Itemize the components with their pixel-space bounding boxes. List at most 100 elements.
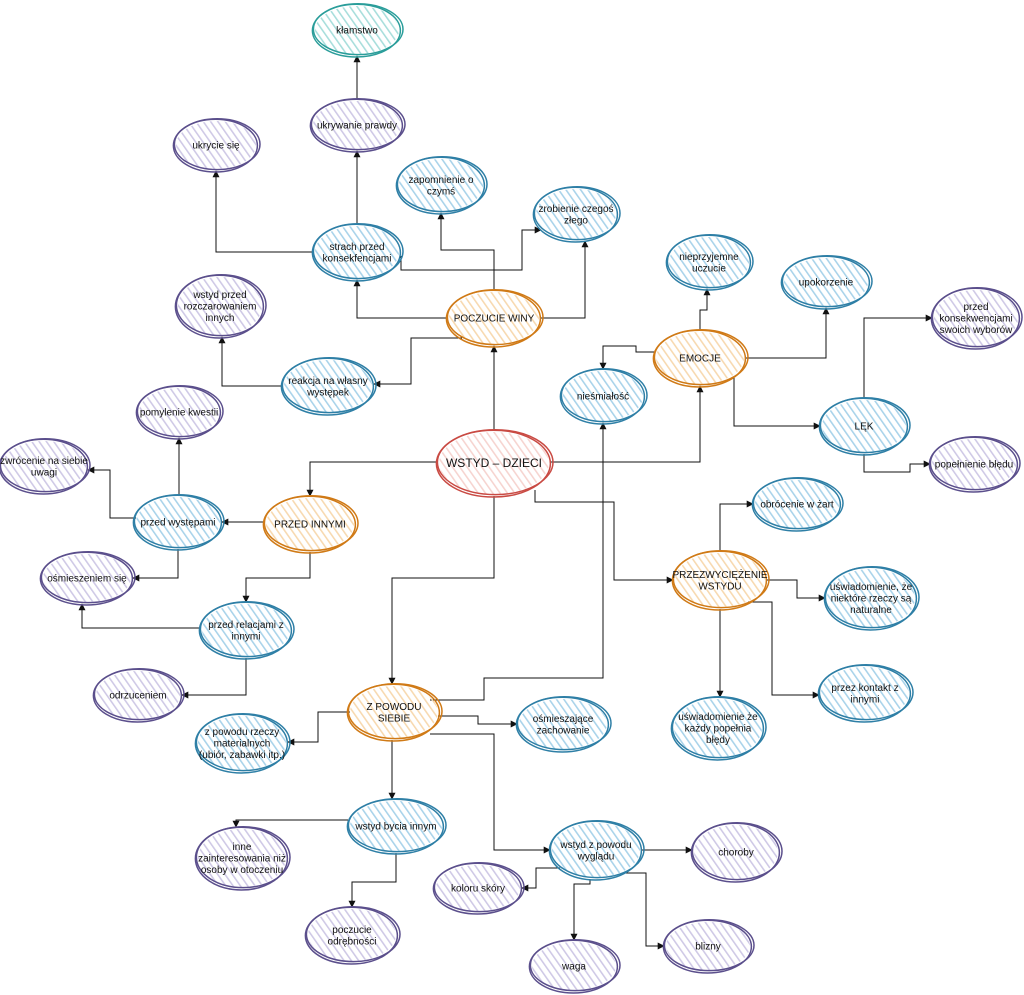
node-outline [195,826,291,889]
connector-emocje-to-niesmialosc [599,345,654,370]
node-choroby[interactable]: choroby [690,822,783,883]
node-fill [43,554,131,602]
node-outline [93,668,185,721]
connector-poczucie_winy-to-strach [353,279,447,319]
connector-poczucie_winy-to-reakcja [373,337,462,388]
connector-z_powodu_siebie-to-wygladu [430,733,551,854]
node-label: ukrycie się [192,141,240,152]
node-fill [449,292,539,344]
node-bycia-innym[interactable]: wstyd bycia innym [346,798,447,855]
connector-wygladu-to-waga [570,879,591,941]
node-outline [818,664,914,721]
node-outline [529,939,621,992]
node-outline [672,550,770,609]
node-klamstwo[interactable]: kłamstwo [311,3,404,58]
node-ukrywanie[interactable]: ukrywanie prawdy [309,98,406,153]
connector-reakcja-to-wstyd_rozczar [218,336,282,387]
node-outline [136,385,224,438]
node-label: EMOCJE [679,354,721,365]
node-fill [656,332,744,384]
node-outline [310,98,406,151]
node-label: upokorzenie [799,278,854,289]
node-emocje[interactable]: EMOCJE [652,329,749,388]
node-fill [536,189,616,239]
node-niesmialosc[interactable]: nieśmiałość [559,368,648,425]
node-label: obrócenie w żart [760,500,834,511]
node-fill [436,865,520,911]
node-przed-innymi[interactable]: PRZED INNYMI [262,495,359,554]
node-root[interactable]: WSTYD – DZIECI [435,429,554,498]
node-fill [178,277,262,335]
connector-przed_relacjami-to-osmieszeniem [78,603,200,629]
node-osmieszeniem[interactable]: ośmieszeniem się [39,551,136,606]
node-outline [533,186,621,241]
node-label: WSTYD – DZIECI [446,456,542,470]
node-upokorzenie[interactable]: upokorzenie [780,255,873,310]
node-fill [350,686,438,738]
node-fill [519,699,607,749]
node-blizny[interactable]: blizny [662,919,755,974]
node-odrzuceniem[interactable]: odrzuceniem [92,668,185,723]
node-pomylenie[interactable]: pomylenie kwestii [135,385,224,440]
node-poczucie-winy[interactable]: POCZUCIE WINY [445,289,544,348]
node-outline [516,696,612,751]
node-label: pomylenie kwestii [140,408,218,419]
node-outline [549,820,645,879]
node-fill [313,101,401,149]
node-outline [819,397,911,454]
node-obrocenie[interactable]: obrócenie w żart [751,477,844,532]
connector-wygladu-to-blizny [626,872,665,950]
node-fill [784,258,868,306]
node-fill [399,159,483,211]
node-koloru[interactable]: koloru skóry [432,862,525,915]
node-outline [199,601,295,658]
node-outline [347,798,447,853]
node-popelnienie[interactable]: popełnienie błędu [928,436,1021,493]
node-fill [821,667,909,719]
connector-przed_wystepami-to-osmieszeniem [132,549,179,582]
node-waga[interactable]: waga [528,939,621,994]
connector-wygladu-to-koloru [521,867,560,892]
connector-root-to-przed_innymi [306,461,437,497]
connector-bycia_innym-to-odrebnosc [348,853,397,908]
node-outline [752,477,844,530]
node-outline [0,438,91,493]
node-outline [931,287,1023,348]
node-lek[interactable]: LĘK [818,397,911,456]
node-fill [308,909,396,961]
node-label: nieśmiałość [577,392,629,403]
node-outline [691,822,783,881]
connector-root-to-emocje [551,385,704,463]
node-label: wstyd bycia innym [354,822,436,833]
node-ukrycie[interactable]: ukrycie się [172,118,261,173]
node-przed-wystepami[interactable]: przed występami [132,494,225,551]
node-fill [694,825,778,879]
